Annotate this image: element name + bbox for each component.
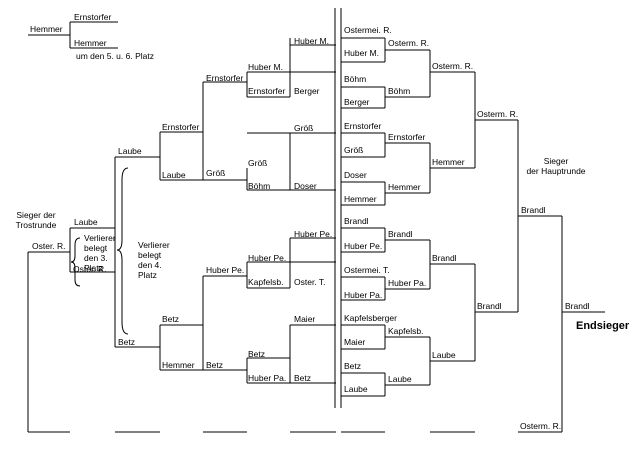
player-right-r4: Osterm. R. [477,109,519,119]
placement-caption: um den 5. u. 6. Platz [76,51,154,61]
consolation-winner: Oster. R. [32,241,66,251]
player-left-r3: Ernstorfer [162,122,200,132]
player-right-r1: Doser [344,170,367,180]
consolation-label: Sieger der Trostrunde [15,210,57,230]
player-left-r1: Huber M. [248,62,283,72]
player-left-r1: Kapfelsb. [248,277,284,287]
player-left-r3: Hemmer [162,360,195,370]
player-right-r2: Kapfelsb. [388,326,424,336]
player-left-r1: Doser [294,181,317,191]
player-right-r3: Hemmer [432,157,465,167]
player-right-r3: Brandl [432,253,457,263]
player-left-r1: Betz [294,373,312,383]
final-opponent: Osterm. R. [520,421,562,431]
player-right-r1: Böhm [344,74,367,84]
player-right-r1: Ostermei. R. [344,25,392,35]
player-right-r1: Maier [344,337,366,347]
player-right-r1: Huber M. [344,48,379,58]
player-right-r1: Laube [344,384,368,394]
player-left-r4: Laube [118,146,142,156]
player-left-r1: Ernstorfer [248,86,286,96]
player-right-r1: Kapfelsberger [344,313,397,323]
final-title: Endsieger [576,320,630,332]
main-winner-label: Sieger der Hauptrunde [526,156,586,176]
player-left-r1: Berger [294,86,320,96]
player-left-r1: Oster. T. [294,277,326,287]
player-right-r2: Osterm. R. [388,38,430,48]
player-left-r3: Betz [162,314,180,324]
player-right-r1: Hemmer [344,194,377,204]
player-right-r2: Laube [388,374,412,384]
player-right-r1: Ostermei. T. [344,265,390,275]
player-left-r1: Huber M. [294,36,329,46]
player-right-r2: Brandl [388,229,413,239]
placement-player-a: Hemmer [30,24,63,34]
consolation-player: Laube [74,217,98,227]
final-winner: Brandl [565,301,590,311]
player-left-r2: Betz [206,360,224,370]
loser-fourth-note: Verlierer belegt den 4. Platz [138,240,170,280]
player-right-r2: Ernstorfer [388,132,426,142]
player-right-r1: Ernstorfer [344,121,382,131]
loser-third-note: Verlierer belegt den 3. Platz [84,233,116,273]
player-right-r1: Betz [344,361,362,371]
player-left-r1: Größ [248,158,268,168]
player-right-r1: Huber Pa. [344,290,383,300]
player-right-r2: Böhm [388,86,411,96]
player-right-r2: Huber Pa. [388,278,427,288]
player-left-r1: Huber Pa. [248,373,287,383]
player-right-r1: Huber Pe. [344,241,383,251]
player-left-r1: Böhm [248,181,271,191]
player-left-r1: Größ [294,123,314,133]
player-right-r1: Brandl [344,216,369,226]
player-left-r1: Huber Pe. [294,229,333,239]
player-left-r2: Huber Pe. [206,265,245,275]
placement-player-c: Hemmer [74,38,107,48]
player-right-r4: Brandl [477,301,502,311]
brace-decoration [70,167,129,335]
player-left-r3: Laube [162,170,186,180]
player-left-r2: Größ [206,168,226,178]
player-left-r1: Huber Pe. [248,253,287,263]
player-right-r2: Hemmer [388,182,421,192]
main-winner: Brandl [521,205,546,215]
consolation-player: Oster. R. [73,264,107,274]
placement-player-b: Ernstorfer [74,12,112,22]
player-right-r3: Osterm. R. [432,61,474,71]
player-left-r1: Maier [294,314,316,324]
player-right-r1: Größ [344,145,364,155]
player-left-r4: Betz [118,337,136,347]
player-left-r1: Betz [248,349,266,359]
player-right-r3: Laube [432,350,456,360]
player-right-r1: Berger [344,97,370,107]
player-left-r2: Ernstorfer [206,73,244,83]
